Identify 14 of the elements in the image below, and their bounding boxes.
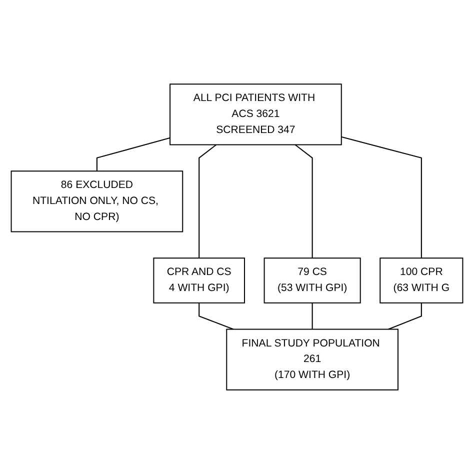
- node-box: [10, 170, 184, 232]
- connector: [388, 302, 422, 330]
- connector: [341, 136, 422, 258]
- connector: [312, 302, 313, 330]
- flowchart: ALL PCI PATIENTS WITH ACS 3621 SCREENED 347 86 EXCLUDED NTILATION ONLY, NO CS, NO CPR) CPR AND CS 4 WITH GPI) 79 CS (53 WITH GPI) 100 CPR (63 WITH G FINAL STUDY POPULATION 261 (170 WITH GPI): [6, 6, 468, 468]
- node-box: [170, 84, 342, 146]
- connector: [96, 137, 170, 172]
- connector: [198, 144, 217, 258]
- node-box: [380, 258, 464, 304]
- node-box: [226, 328, 398, 390]
- node-box: [264, 258, 361, 304]
- connector: [198, 302, 234, 330]
- connector: [294, 144, 313, 258]
- node-box: [153, 258, 245, 304]
